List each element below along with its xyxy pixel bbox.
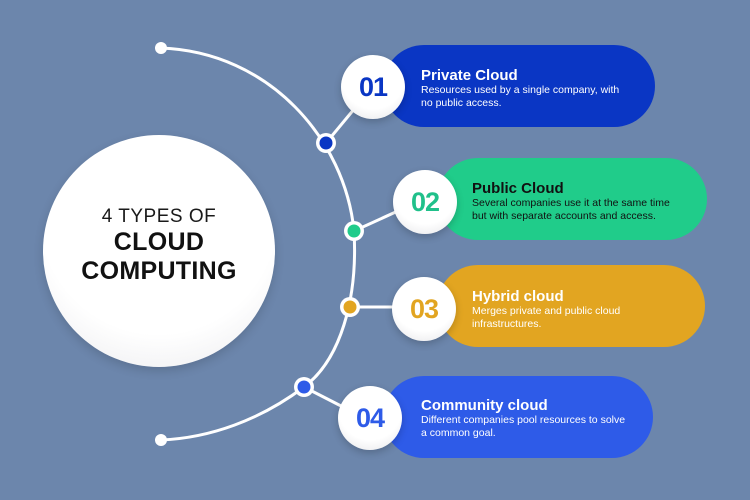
card-title-02: Public Cloud bbox=[472, 180, 564, 197]
number-badge-03: 03 bbox=[392, 277, 456, 341]
arc-line bbox=[160, 46, 357, 442]
card-title-04: Community cloud bbox=[421, 397, 548, 414]
title-line-2: COMPUTING bbox=[81, 257, 237, 285]
arc-start-dot bbox=[155, 42, 167, 54]
node-01-inner bbox=[319, 136, 333, 150]
card-hybrid-cloud bbox=[437, 265, 705, 347]
node-04-inner bbox=[297, 380, 311, 394]
node-02-inner bbox=[347, 224, 361, 238]
card-title-03: Hybrid cloud bbox=[472, 288, 564, 305]
card-public-cloud bbox=[437, 158, 707, 240]
card-desc-01: Resources used by a single company, with… bbox=[421, 84, 620, 109]
title-subtitle: 4 TYPES OF bbox=[101, 206, 217, 227]
card-desc-03: Merges private and public cloud infrastr… bbox=[472, 305, 621, 330]
card-community-cloud bbox=[383, 376, 653, 458]
card-private-cloud bbox=[383, 45, 655, 127]
card-desc-02: Several companies use it at the same tim… bbox=[472, 197, 670, 222]
card-desc-04: Different companies pool resources to so… bbox=[421, 414, 626, 439]
arc-end-dot bbox=[155, 434, 167, 446]
number-badge-04: 04 bbox=[338, 386, 402, 450]
number-badge-02: 02 bbox=[393, 170, 457, 234]
title-line-1: CLOUD bbox=[113, 228, 205, 256]
card-title-01: Private Cloud bbox=[421, 67, 518, 84]
number-badge-01: 01 bbox=[341, 55, 405, 119]
node-03-inner bbox=[343, 300, 357, 314]
title-circle: 4 TYPES OF CLOUD COMPUTING bbox=[43, 135, 275, 367]
